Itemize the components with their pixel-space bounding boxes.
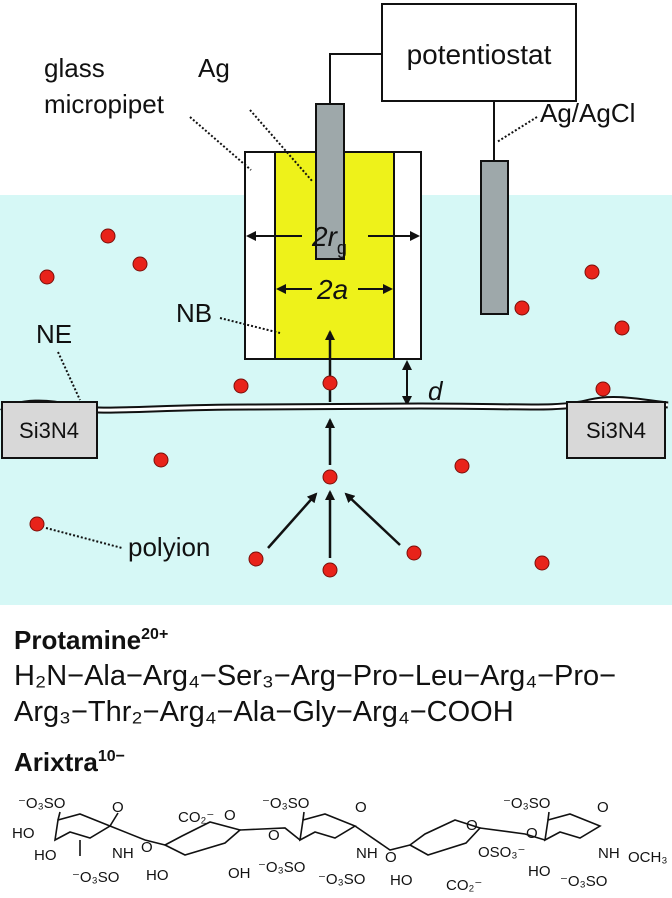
chem-group-label: ⁻O₃SO [258,859,305,876]
chem-group-label: NH [598,845,620,862]
chem-group-label: CO₂⁻ [446,877,482,894]
ne-leader [57,351,81,401]
chem-group-label: HO [146,867,169,884]
potentiostat-label: potentiostat [407,39,552,70]
polyion-dot [100,228,116,244]
protamine-title: Protamine20+ [14,626,168,654]
polyion-dot [406,545,422,561]
ag-electrode [315,103,345,260]
chem-group-label: O [112,799,124,816]
chem-group-label: O [597,799,609,816]
chem-group-label: O [355,799,367,816]
si3n4-right-label: Si3N4 [586,418,646,443]
chem-group-label: ⁻O₃SO [318,871,365,888]
glass-label-2: micropipet [44,89,165,119]
arixtra-charge: 10− [97,748,125,765]
nb-label: NB [176,298,212,328]
chem-group-label: HO [528,863,551,880]
chem-group-label: O [224,807,236,824]
ag-agcl-electrode [480,160,509,315]
two-rg-label: 2rg [311,221,347,258]
chem-group-label: O [268,827,280,844]
polyion-dot [39,269,55,285]
polyion-label: polyion [128,532,210,562]
transport-arrow [344,492,401,546]
chem-group-label: O [141,839,153,856]
chem-group-label: O [385,849,397,866]
polyion-dot [584,264,600,280]
glass-leader [189,116,252,171]
chem-group-label: ⁻O₃SO [503,795,550,812]
polyion-dot [322,562,338,578]
polyion-leader [45,527,123,549]
glass-label-1: glass [44,53,105,83]
chem-group-label: ⁻O₃SO [262,795,309,812]
polyion-dot [322,375,338,391]
polyion-dot [454,458,470,474]
protamine-sequence-line1: H₂N−Ala−Arg₄−Ser₃−Arg−Pro−Leu−Arg₄−Pro− [14,660,617,692]
chem-group-label: HO [34,847,57,864]
chem-group-label: HO [390,872,413,889]
arixtra-structure [53,811,602,856]
arixtra-title: Arixtra10− [14,748,125,776]
two-a-label: 2a [316,274,348,305]
transport-arrow [267,492,318,549]
polyion-dot [153,452,169,468]
ne-label: NE [36,319,72,349]
polyion-dot [132,256,148,272]
arixtra-labels: ⁻O₃SO O HO HO NH ⁻O₃SO O CO₂⁻ O HO OH O … [12,795,667,894]
arixtra-name: Arixtra [14,747,98,777]
chem-group-label: O [466,817,478,834]
chem-group-label: OH [228,865,251,882]
potentiostat-box [381,3,577,102]
si3n4-left-label: Si3N4 [19,418,79,443]
polyion-dot [614,320,630,336]
chem-group-label: OCH₃ [628,849,667,866]
polyion-dot [233,378,249,394]
protamine-charge: 20+ [141,626,169,643]
polyion-dot [514,300,530,316]
polyion-dot [248,551,264,567]
protamine-sequence-line2: Arg₃−Thr₂−Arg₄−Ala−Gly−Arg₄−COOH [14,696,514,728]
ag-agcl-leader [496,116,538,143]
d-label: d [428,376,444,406]
chem-group-label: O [526,825,538,842]
polyion-dot [595,381,611,397]
si3n4-left [1,401,98,459]
chem-group-label: ⁻O₃SO [560,873,607,890]
ag-agcl-label: Ag/AgCl [540,98,635,128]
chem-group-label: NH [356,845,378,862]
protamine-name: Protamine [14,625,142,655]
polyion-dot [322,469,338,485]
wire-ag [329,53,382,104]
polyion-dot [534,555,550,571]
chem-group-label: ⁻O₃SO [72,869,119,886]
chem-group-label: OSO₃⁻ [478,844,525,861]
chem-group-label: NH [112,845,134,862]
chem-group-label: ⁻O₃SO [18,795,65,812]
polyion-dot [29,516,45,532]
chem-group-label: HO [12,825,35,842]
chem-group-label: CO₂⁻ [178,809,214,826]
ag-label: Ag [198,53,230,83]
polyion-dots [29,228,630,578]
si3n4-right [566,401,666,459]
